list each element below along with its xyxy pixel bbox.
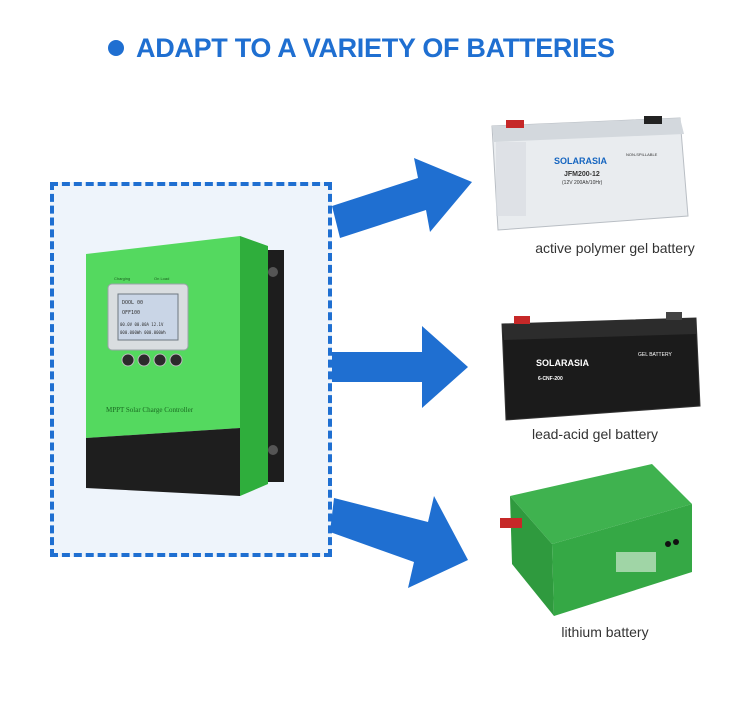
page-title: ADAPT TO A VARIETY OF BATTERIES: [136, 32, 615, 63]
lead-acid-gel-battery-image: SOLARASIA 6-CNF-200 GEL BATTERY: [501, 312, 701, 421]
mount-hole-icon: [268, 267, 278, 277]
battery-brand: SOLARASIA: [554, 156, 608, 166]
charge-controller-image: DOOL 00 OFF100 00.0V 00.00A 12.1V 000.00…: [86, 236, 284, 496]
battery-brand: SOLARASIA: [536, 358, 590, 368]
indicator-label: On Load: [154, 276, 169, 281]
battery-caption: active polymer gel battery: [535, 240, 695, 256]
battery-model: 6-CNF-200: [538, 376, 563, 382]
battery-model: JFM200-12: [564, 171, 600, 178]
menu-button[interactable]: [121, 353, 135, 367]
battery-badge: NON-SPILLABLE: [626, 152, 658, 157]
lcd-line: 00.0V 00.00A 12.1V: [120, 322, 164, 327]
arrow-right-down-icon: [330, 496, 468, 588]
down-button[interactable]: [137, 353, 151, 367]
controller-base: [86, 428, 240, 496]
page-header: ADAPT TO A VARIETY OF BATTERIES: [108, 30, 615, 66]
up-button[interactable]: [153, 353, 167, 367]
lcd-screen: [117, 293, 179, 341]
bullet-dot-icon: [108, 40, 124, 56]
arrow-right-up-icon: [332, 158, 472, 238]
lithium-battery-image: [500, 464, 692, 616]
lcd-line: OFF100: [122, 310, 140, 316]
lcd-line: 000.000Wh 000.000Wh: [120, 330, 166, 335]
enter-button[interactable]: [169, 353, 183, 367]
battery-badge: GEL BATTERY: [638, 352, 672, 358]
lcd-line: DOOL 00: [122, 300, 143, 306]
battery-spec: (12V 200Ah/10Hr): [562, 180, 603, 186]
controller-side: [240, 236, 268, 496]
controller-label: MPPT Solar Charge Controller: [106, 406, 194, 414]
arrow-right-icon: [332, 326, 468, 408]
gel-polymer-battery-image: SOLARASIA JFM200-12 (12V 200Ah/10Hr) NON…: [491, 116, 689, 231]
battery-caption: lithium battery: [561, 624, 649, 640]
mount-hole-icon: [268, 445, 278, 455]
battery-caption: lead-acid gel battery: [531, 426, 659, 442]
indicator-label: Charging: [114, 276, 130, 281]
